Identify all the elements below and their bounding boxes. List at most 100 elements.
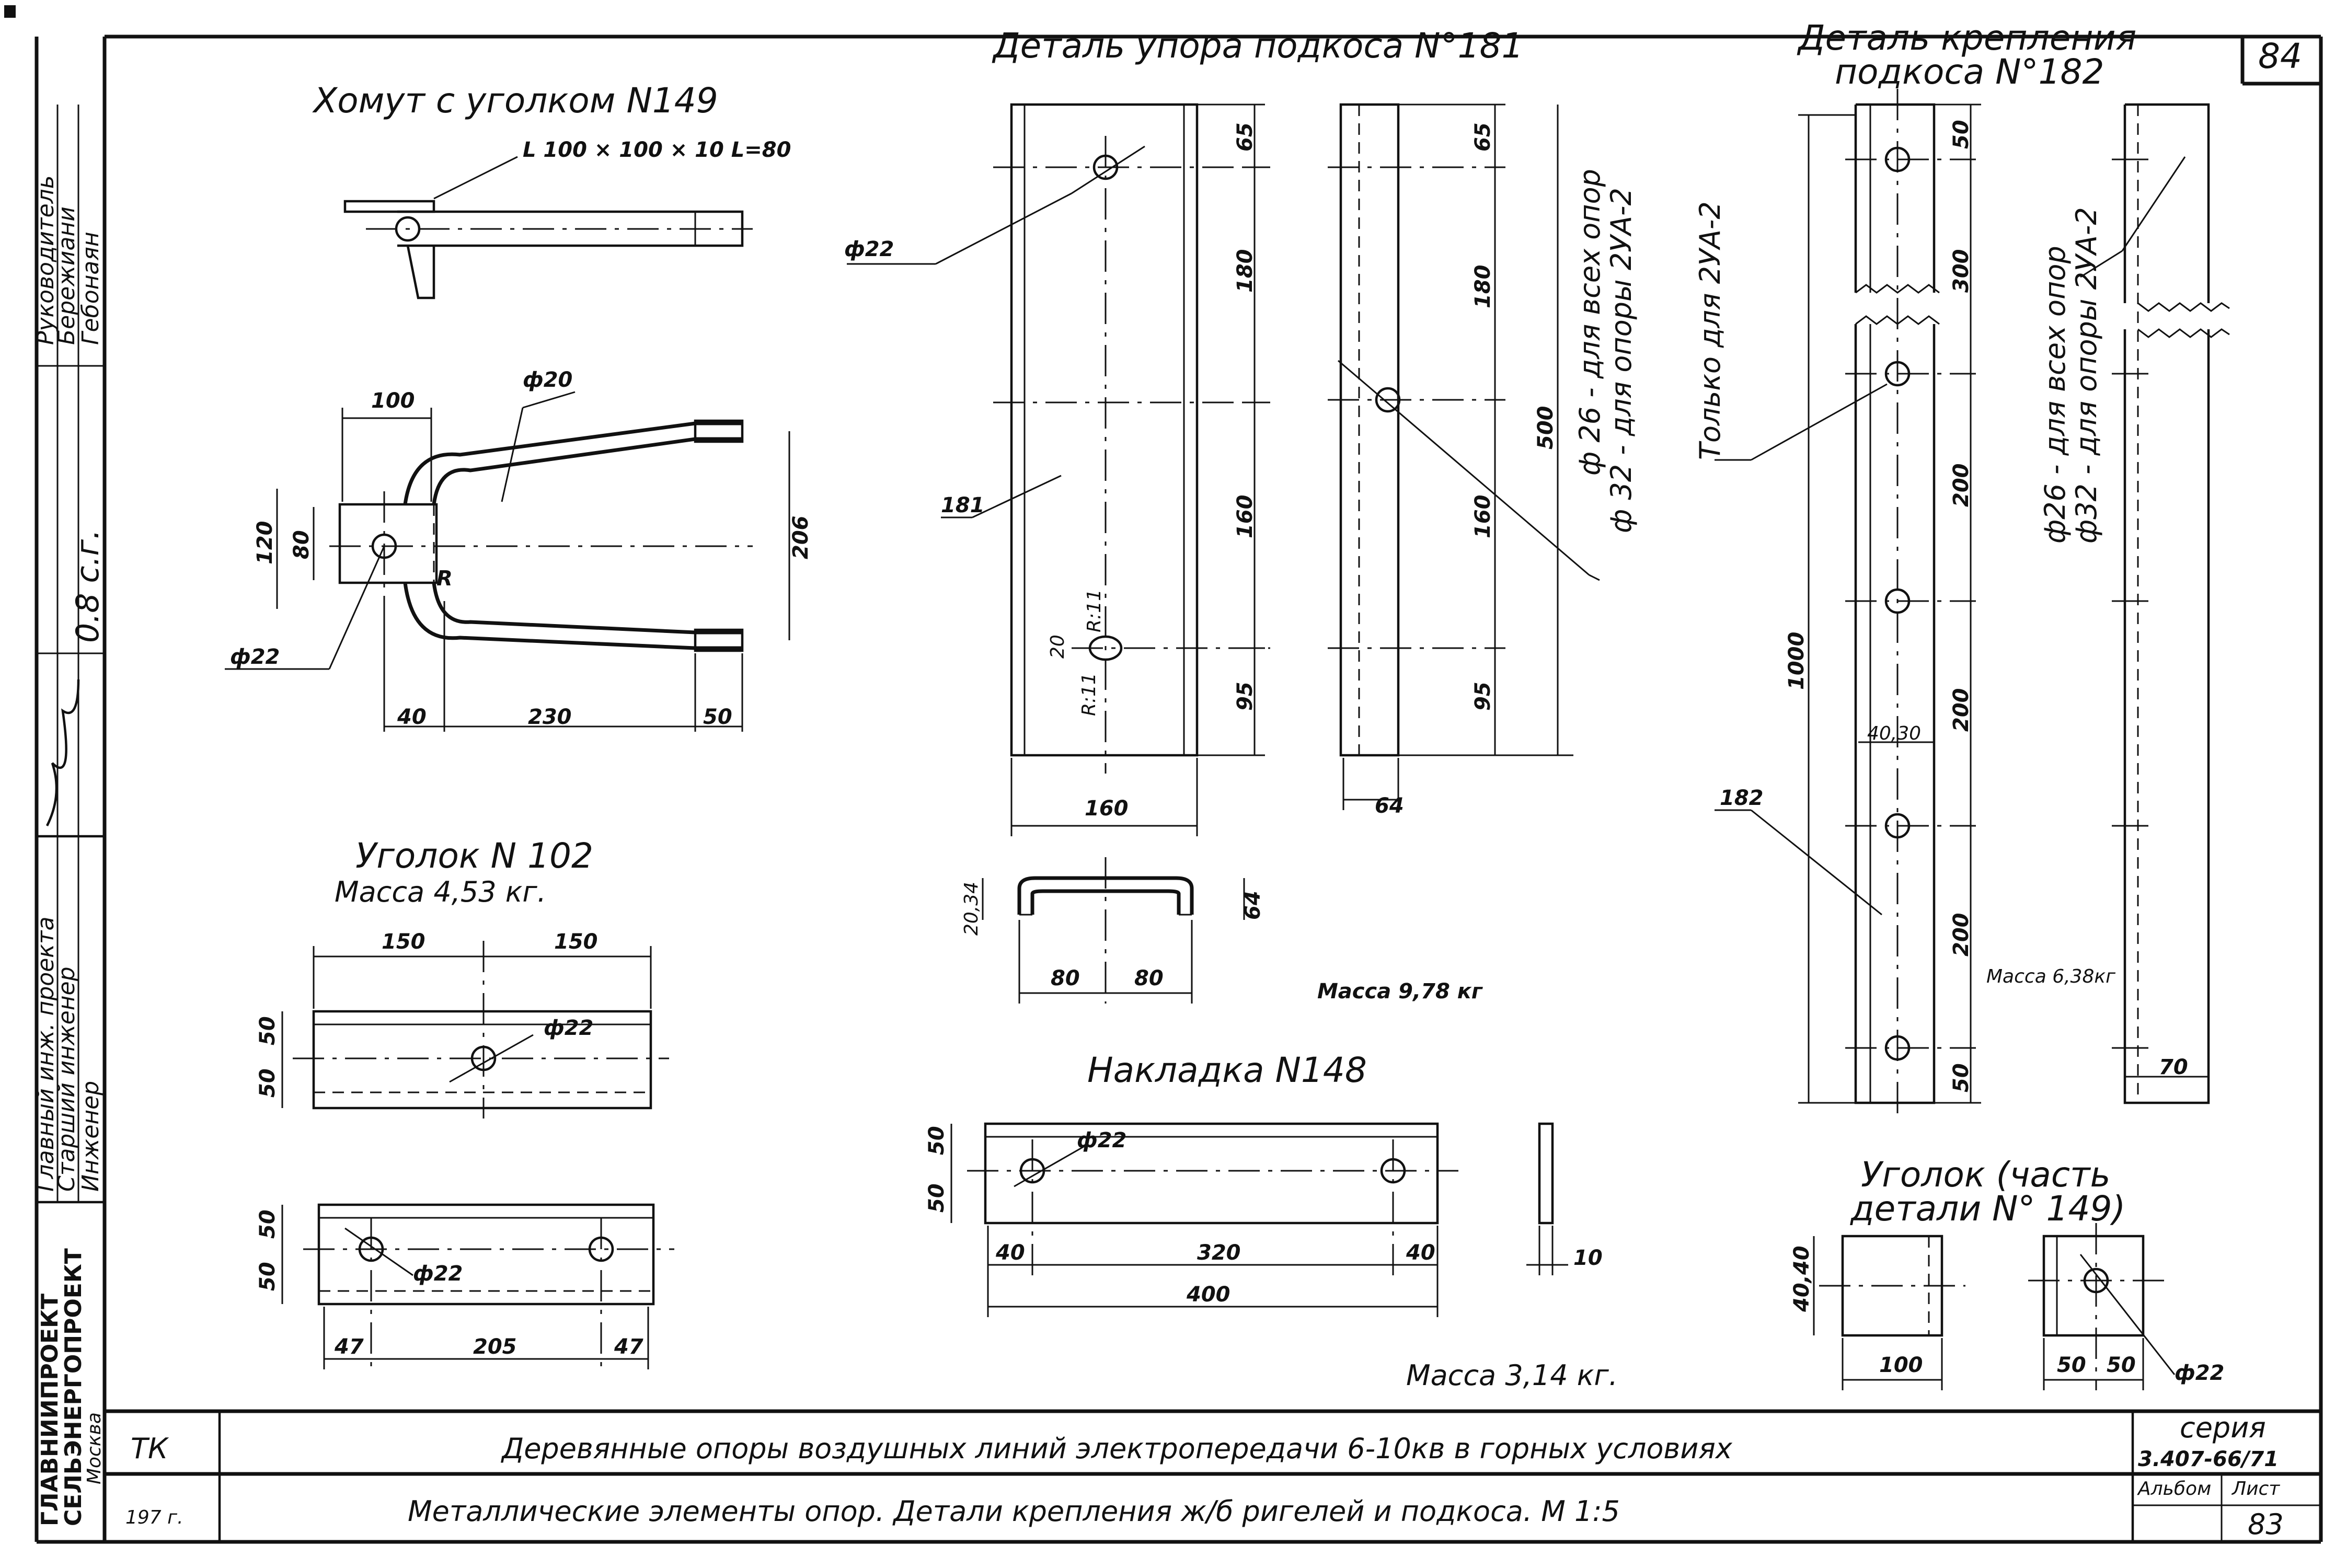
angle102-dim-top-right: 150 xyxy=(554,930,598,954)
strut-stop-dim-65: 65 xyxy=(1233,122,1257,152)
strut-fix-side xyxy=(2080,103,2230,1104)
title-year: 197 г. xyxy=(125,1507,183,1528)
strut-stop-title: Деталь упора подкоса N°181 xyxy=(992,26,1524,66)
angle-part-hole-dia: ф22 xyxy=(2175,1361,2224,1385)
strut-stop-side-dim-95: 95 xyxy=(1471,682,1495,711)
strut-stop-section xyxy=(982,857,1245,1004)
angle102-hole-dia: ф22 xyxy=(544,1016,593,1040)
angle102-mass: Масса 4,53 кг. xyxy=(335,875,546,908)
angle102-front xyxy=(281,941,669,1119)
angle-part-view-1 xyxy=(1813,1235,1965,1390)
strut-fix-dim-200-c: 200 xyxy=(1949,913,1973,957)
pad148-hole-dia: ф22 xyxy=(1077,1128,1126,1152)
pad148-dim-total: 400 xyxy=(1186,1283,1230,1307)
strut-fix-note-1: ф26 - для всех опор xyxy=(2039,246,2072,544)
pad148-dim-side-bottom: 50 xyxy=(925,1183,949,1213)
angle102-dim-side2-top: 50 xyxy=(256,1209,280,1239)
strut-fix-dim-200-a: 200 xyxy=(1949,464,1973,508)
strut-stop-dim-160: 160 xyxy=(1233,495,1257,539)
stamp-date: 0.8 с.г. xyxy=(70,529,106,643)
series-label: серия xyxy=(2180,1411,2266,1444)
sheet-frame xyxy=(4,5,2323,1544)
strut-stop-side-dim-180: 180 xyxy=(1471,265,1495,309)
strut-stop-half-left: 80 xyxy=(1051,966,1080,990)
strut-fix-title-2: подкоса N°182 xyxy=(1835,52,2104,92)
sheet-label: Лист xyxy=(2231,1478,2280,1500)
strut-stop-part-no: 181 xyxy=(941,493,985,517)
clamp-dim-bottom-mid: 230 xyxy=(528,705,572,729)
angle102-dim-top-left: 150 xyxy=(382,930,425,954)
angle-part-dim-side: 40,40 xyxy=(1790,1246,1814,1312)
strut-fix-note-2: ф32 - для опоры 2УА-2 xyxy=(2070,207,2103,544)
clamp-bend-mark: R xyxy=(436,567,453,591)
angle-part-title-1: Уголок (часть xyxy=(1861,1155,2111,1195)
pad148-edge xyxy=(1526,1122,1568,1275)
strut-fix-front xyxy=(1715,89,1981,1119)
org-line-2: СЕЛЬЭНЕРГОПРОЕКТ xyxy=(60,1248,87,1526)
strut-stop-dim-total: 500 xyxy=(1534,406,1558,450)
stamp-role-4: Инженер xyxy=(77,1081,104,1192)
pad148-dim-thickness: 10 xyxy=(1573,1246,1603,1270)
strut-fix-dim-200-b: 200 xyxy=(1949,688,1973,732)
clamp-dim-bottom-right: 50 xyxy=(703,705,732,729)
pad148-dim-right: 40 xyxy=(1406,1241,1435,1265)
stamp-name-1: Бережиани xyxy=(53,206,80,345)
strut-stop-dim-side-width: 64 xyxy=(1375,794,1404,818)
angle102-title: Уголок N 102 xyxy=(355,836,593,876)
strut-fix-mass: Масса 6,38кг xyxy=(1986,966,2116,987)
strut-fix-dim-width: 70 xyxy=(2159,1055,2188,1079)
angle-part-dim-width: 100 xyxy=(1879,1353,1923,1377)
org-line-1: ГЛАВНИИПРОЕКТ xyxy=(37,1294,63,1526)
strut-stop-side-dim-65: 65 xyxy=(1471,122,1495,152)
strut-fix-flange: 40,30 xyxy=(1867,723,1921,744)
clamp-top-view xyxy=(343,156,753,299)
strut-fix-title-1: Деталь крепления xyxy=(1797,18,2136,58)
strut-stop-hole-dia: ф22 xyxy=(844,237,894,261)
clamp-dim-height-inner: 80 xyxy=(290,530,314,559)
strut-stop-slot-w: 20 xyxy=(1047,635,1068,659)
angle-part-view-2 xyxy=(2028,1223,2176,1390)
title-block xyxy=(105,1409,2321,1542)
strut-fix-dim-50-bottom: 50 xyxy=(1949,1063,1973,1092)
angle102-plan xyxy=(281,1203,674,1369)
drawing-subtitle: Металлические элементы опор. Детали креп… xyxy=(408,1495,1620,1528)
strut-stop-dim-width: 160 xyxy=(1085,797,1129,821)
strut-stop-slot-r1: R:11 xyxy=(1078,673,1100,716)
strut-stop-slot-r2: R:11 xyxy=(1084,589,1105,632)
angle102-plan-hole-dia: ф22 xyxy=(413,1262,463,1286)
pad148-dim-mid: 320 xyxy=(1197,1241,1241,1265)
strut-stop-flange-b: 64 xyxy=(1241,891,1265,920)
angle102-dim-bottom-right: 47 xyxy=(614,1335,643,1359)
pad148-title: Накладка N148 xyxy=(1087,1050,1367,1090)
clamp-title: Хомут с уголком N149 xyxy=(312,80,718,121)
strut-stop-side xyxy=(1328,103,1600,810)
strut-fix-dim-total: 1000 xyxy=(1785,632,1809,690)
stamp-role-3: Старший инженер xyxy=(53,966,80,1192)
strut-stop-dim-180: 180 xyxy=(1233,249,1257,293)
org-line-3: Москва xyxy=(84,1412,105,1484)
strut-stop-front xyxy=(847,103,1270,836)
series-value: 3.407-66/71 xyxy=(2138,1447,2279,1471)
clamp-hole-dia: ф22 xyxy=(230,645,280,669)
strut-stop-mass: Масса 9,78 кг xyxy=(1317,979,1483,1004)
strut-stop-half-right: 80 xyxy=(1134,966,1164,990)
angle-part-dim-left: 50 xyxy=(2057,1353,2086,1377)
clamp-angle-spec: L 100 × 100 × 10 L=80 xyxy=(523,138,791,162)
angle102-dim-side2-bottom: 50 xyxy=(256,1262,280,1291)
pad148-mass: Масса 3,14 кг. xyxy=(1406,1359,1618,1392)
signature xyxy=(45,679,80,827)
angle102-dim-bottom-left: 47 xyxy=(334,1335,364,1359)
strut-fix-dim-50-top: 50 xyxy=(1949,120,1973,149)
clamp-dim-height-outer: 120 xyxy=(253,521,277,565)
strut-fix-part-no: 182 xyxy=(1720,786,1764,810)
strut-stop-note-2: ф 32 - для опоры 2УА-2 xyxy=(1605,188,1638,533)
stamp-role-2: Главный инж. проекта xyxy=(32,917,59,1192)
pad148-plan xyxy=(950,1122,1458,1317)
left-stamp xyxy=(37,105,105,1204)
stamp-role-1: Руководитель xyxy=(32,175,59,345)
angle102-dim-side-top: 50 xyxy=(256,1016,280,1045)
clamp-dim-right-span: 206 xyxy=(789,516,813,560)
sheet-number: 84 xyxy=(2258,36,2302,76)
sheet-value: 83 xyxy=(2248,1508,2284,1541)
